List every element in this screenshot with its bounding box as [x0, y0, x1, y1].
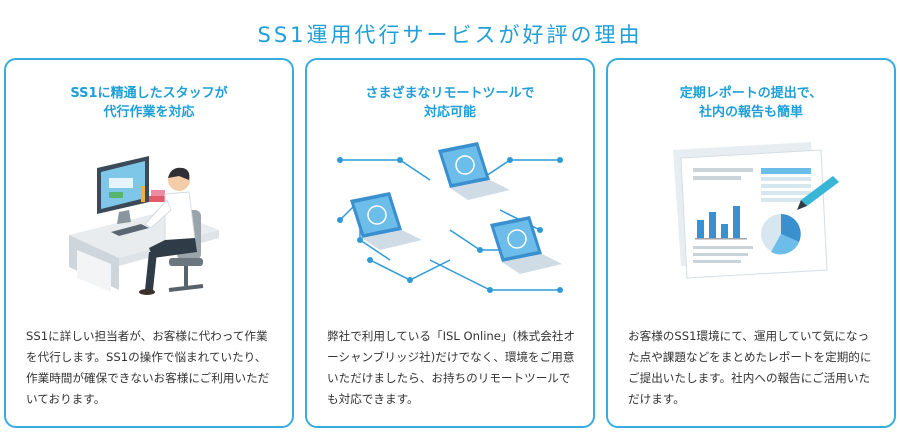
feature-card-staff: SS1に精通したスタッフが 代行作業を対応	[4, 58, 294, 428]
feature-card-reports: 定期レポートの提出で、 社内の報告も簡単	[606, 58, 896, 428]
card-description: お客様のSS1環境にて、運用していて気になった点や課題などをまとめたレポートを定…	[628, 329, 872, 406]
report-documents-icon	[608, 140, 894, 310]
network-laptops-icon	[307, 140, 593, 310]
office-worker-icon	[6, 140, 292, 310]
card-title: 定期レポートの提出で、 社内の報告も簡単	[679, 86, 823, 120]
card-title: SS1に精通したスタッフが 代行作業を対応	[70, 86, 228, 120]
feature-card-remote-tools: さまざまなリモートツールで 対応可能	[305, 58, 595, 428]
card-description: SS1に詳しい担当者が、お客様に代わって作業を代行します。SS1の操作で悩まれて…	[26, 329, 270, 406]
card-description: 弊社で利用している「ISL Online」(株式会社オーシャンブリッジ社)だけで…	[327, 329, 575, 406]
page-title: SS1運用代行サービスが好評の理由	[257, 23, 643, 48]
card-title: さまざまなリモートツールで 対応可能	[365, 86, 535, 120]
